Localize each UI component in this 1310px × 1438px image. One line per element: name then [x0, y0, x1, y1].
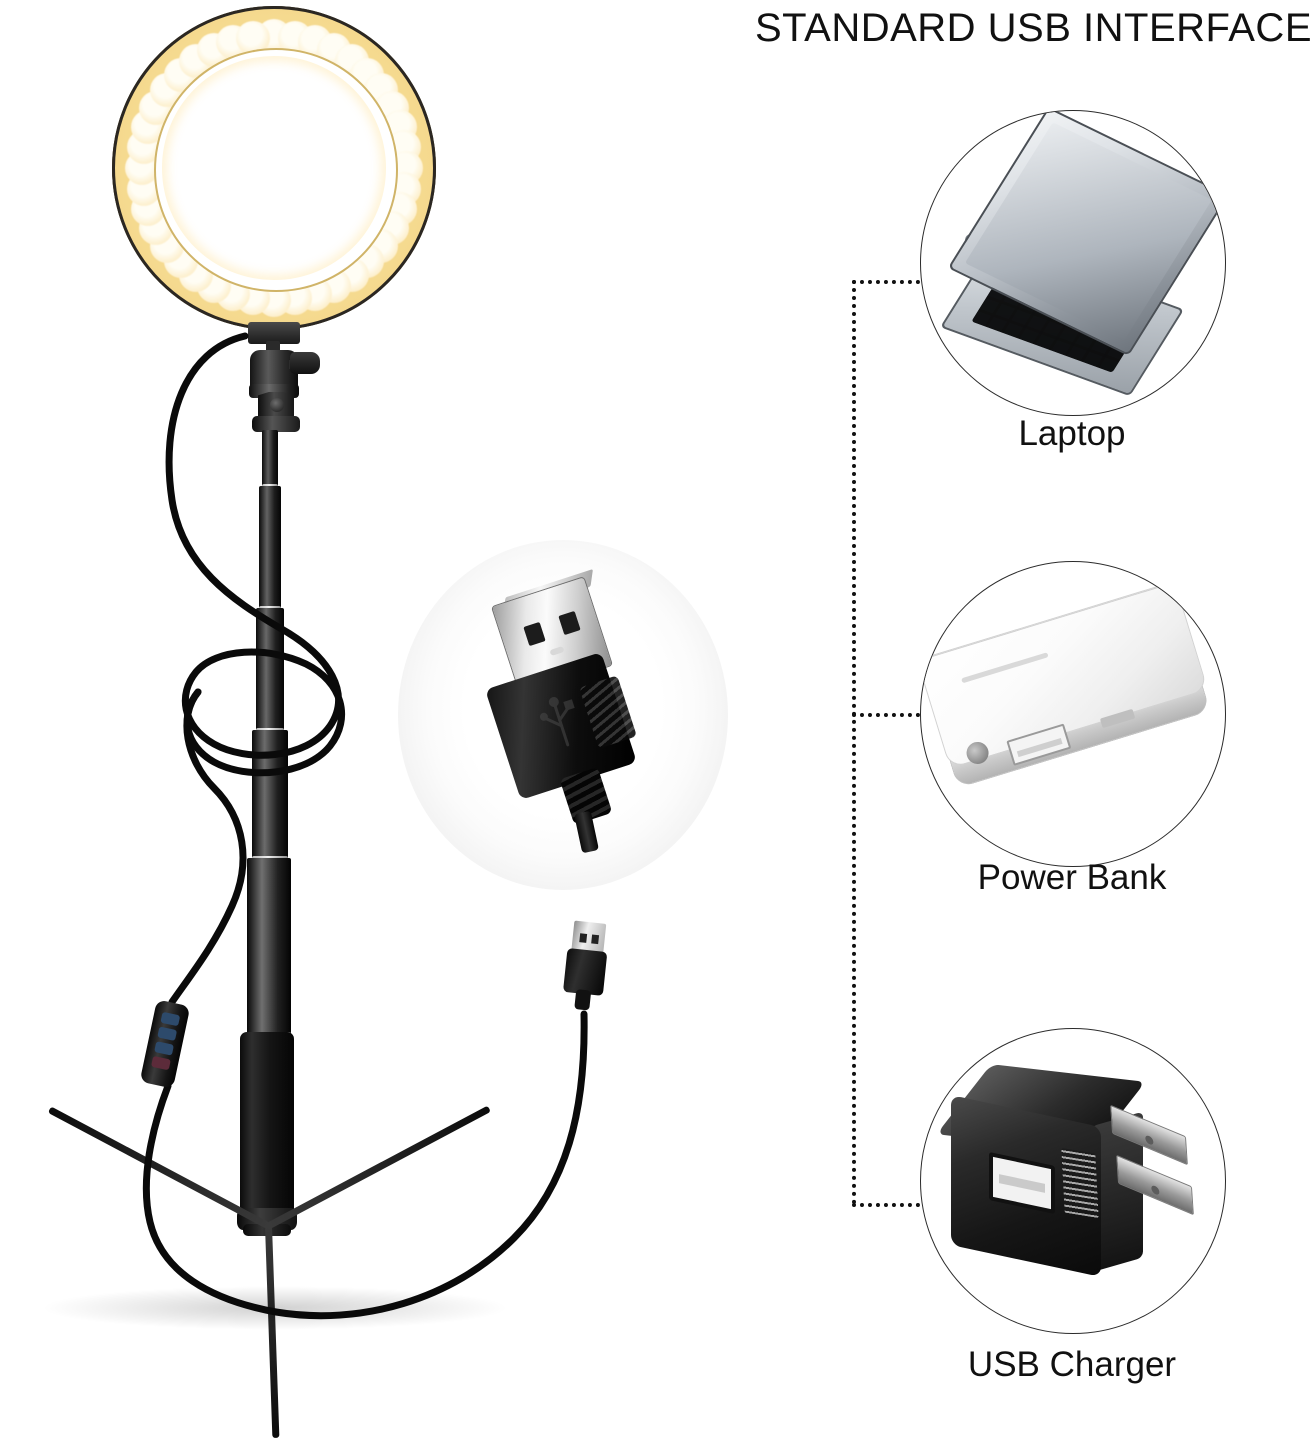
ring-light-head [112, 6, 436, 330]
device-circle-laptop [920, 110, 1226, 416]
usb-a-plug [562, 920, 611, 1011]
usb-charger-icon [936, 1064, 1215, 1287]
ring-inner-glow [162, 56, 386, 280]
bracket-branch-power-bank [852, 713, 928, 717]
device-circle-power-bank [920, 561, 1226, 867]
controller-indicator [150, 1055, 171, 1071]
device-caption-laptop: Laptop [1018, 414, 1126, 453]
bracket-spine [852, 280, 856, 1205]
tripod-leg-right [266, 1105, 491, 1230]
power-bank-icon [921, 580, 1225, 832]
charger-spec-label [1061, 1147, 1099, 1219]
controller-button-1[interactable] [160, 1011, 181, 1027]
laptop-icon [932, 111, 1225, 399]
device-caption-usb-charger: USB Charger [967, 1345, 1177, 1384]
tripod-shadow [40, 1286, 510, 1330]
pole-section-4 [252, 730, 288, 861]
tripod-leg-front [265, 1225, 280, 1438]
power-bank-led-strip [961, 652, 1049, 684]
ball-head-tighten-knob [290, 352, 320, 374]
usb-connector-closeup [398, 540, 728, 900]
bracket-branch-laptop [852, 280, 928, 284]
pole-section-3 [256, 608, 284, 733]
usb-trident-icon [539, 696, 575, 747]
device-caption-power-bank: Power Bank [977, 858, 1167, 897]
bracket-branch-usb-charger [852, 1203, 928, 1207]
controller-button-2[interactable] [157, 1026, 178, 1041]
pole-section-1 [262, 430, 278, 489]
device-circle-usb-charger [920, 1028, 1226, 1334]
foam-grip [240, 1032, 294, 1218]
usb-plug-strain-relief [574, 989, 592, 1011]
controller-button-3[interactable] [154, 1041, 175, 1056]
pole-section-2 [259, 486, 281, 611]
pole-section-5 [247, 858, 291, 1037]
page-title: STANDARD USB INTERFACE [755, 6, 1310, 50]
ball-head-screw [270, 398, 284, 412]
tripod-leg-left [47, 1106, 271, 1230]
inline-controller[interactable] [139, 999, 191, 1089]
usb-plug-body [562, 947, 608, 996]
